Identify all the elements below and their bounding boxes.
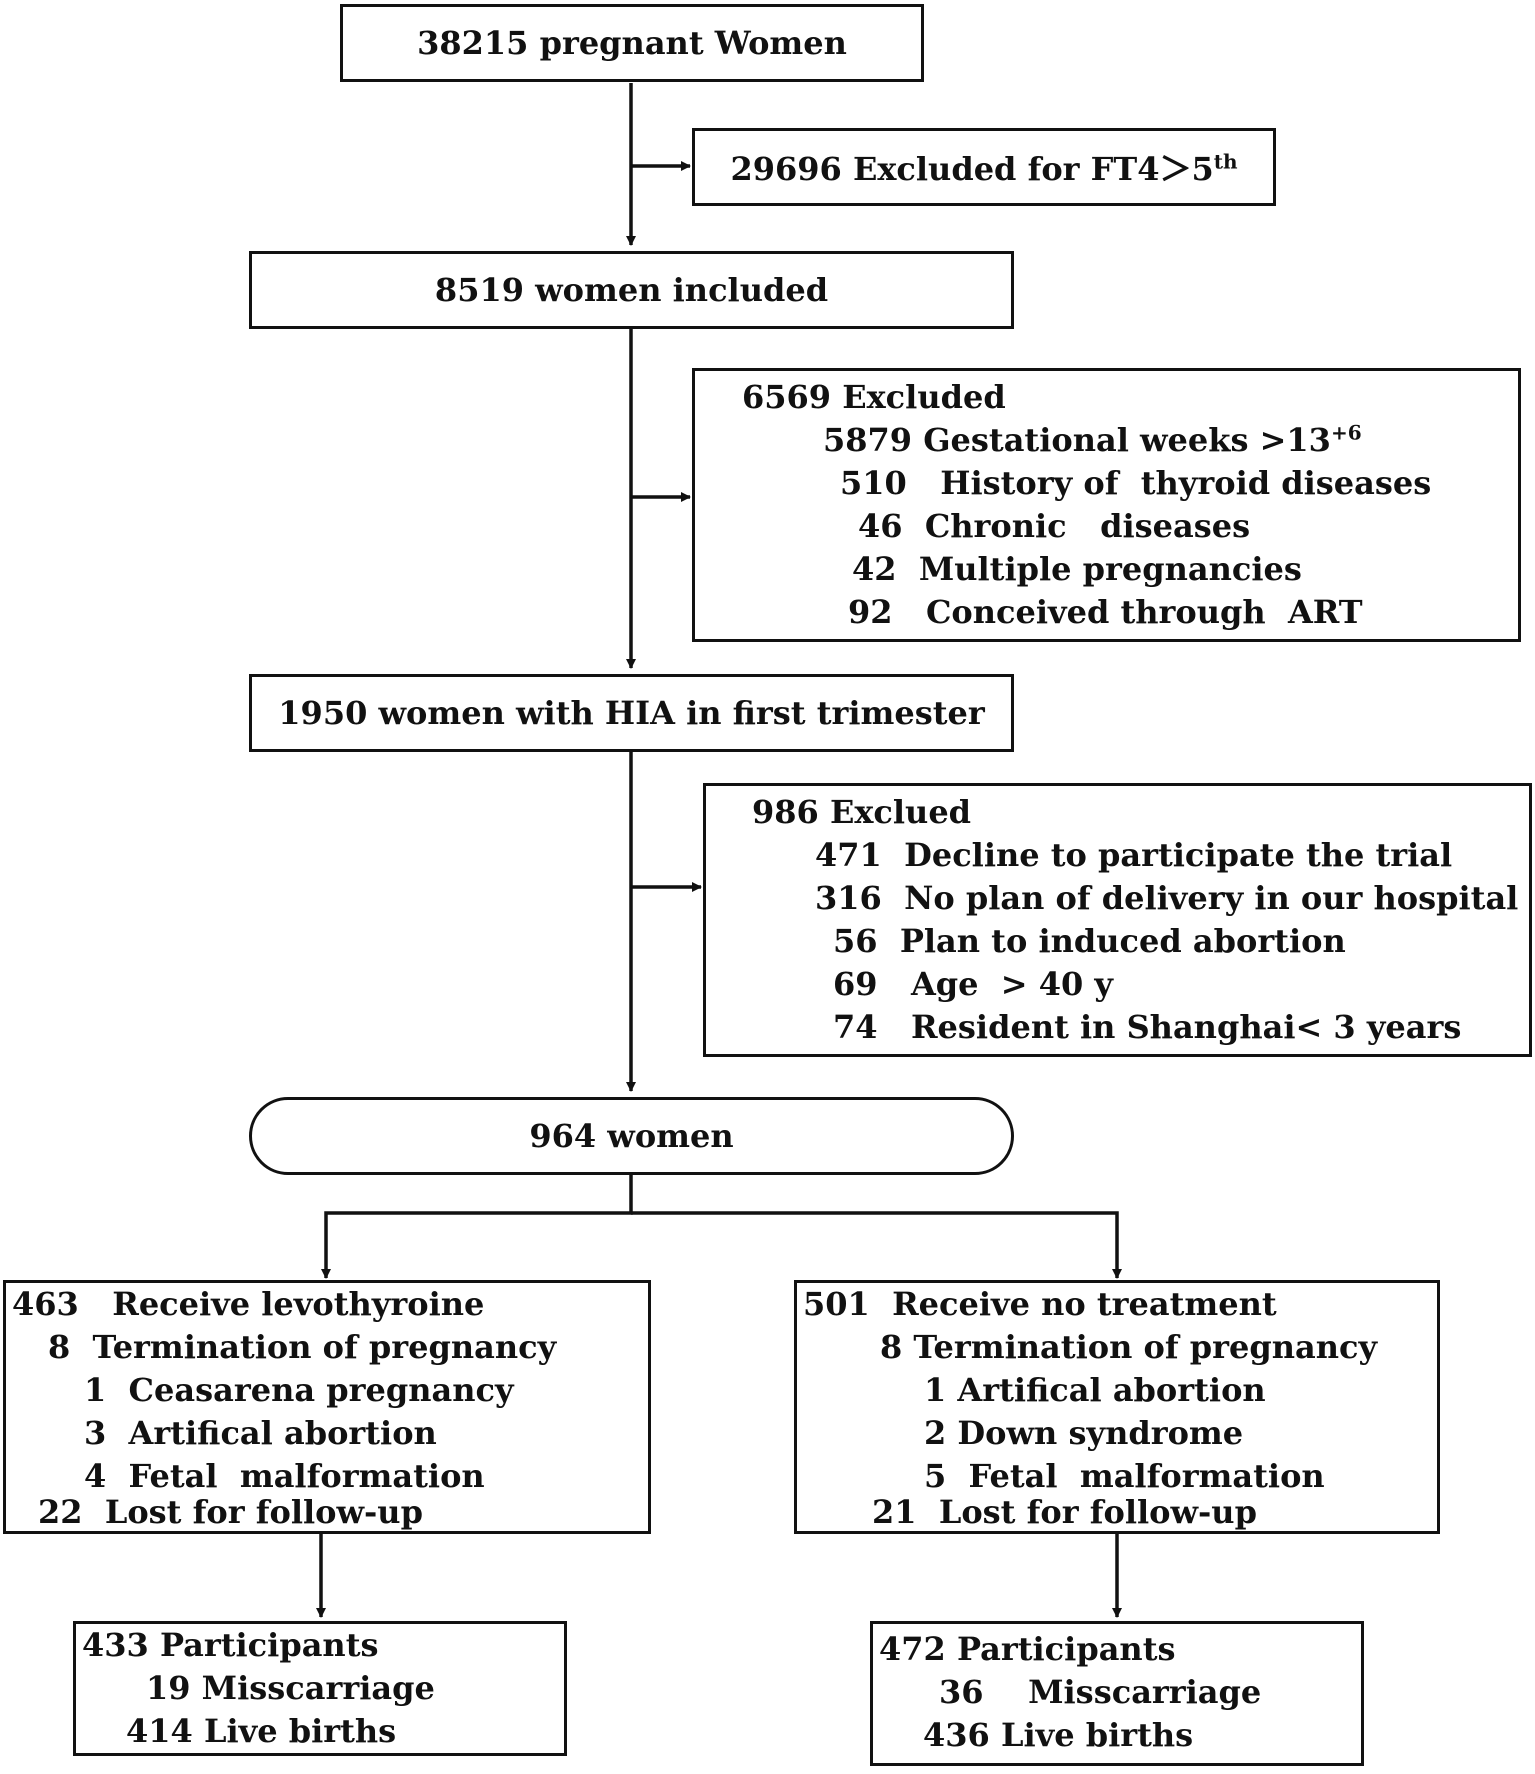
box-start-label: 38215 pregnant Women xyxy=(417,24,847,62)
notreat-line: 8 Termination of pregnancy xyxy=(880,1328,1378,1366)
box-excluded-ft4: 29696 Excluded for FT4＞5th xyxy=(692,128,1276,206)
excl-6569-item: 92 Conceived through ART xyxy=(848,593,1363,631)
notreat-line: 1 Artifical abortion xyxy=(924,1371,1266,1409)
box-included: 8519 women included xyxy=(249,251,1014,329)
levo-line: 3 Artifical abortion xyxy=(84,1414,437,1452)
excl-986-item: 471 Decline to participate the trial xyxy=(815,836,1453,874)
box-levothyroxine-participants: 433 Participants 19 Misscarriage 414 Liv… xyxy=(73,1621,567,1756)
box-hia: 1950 women with HIA in first trimester xyxy=(249,674,1014,752)
notreat-part-line: 472 Participants xyxy=(879,1630,1176,1668)
excl-6569-item: 510 History of thyroid diseases xyxy=(840,464,1432,502)
excl-986-title: 986 Exclued xyxy=(752,793,972,831)
excl-986-item: 74 Resident in Shanghai< 3 years xyxy=(833,1008,1462,1046)
excl-6569-title: 6569 Excluded xyxy=(742,378,1006,416)
levo-line: 463 Receive levothyroine xyxy=(12,1285,485,1323)
box-start: 38215 pregnant Women xyxy=(340,4,924,82)
levo-line: 8 Termination of pregnancy xyxy=(48,1328,557,1366)
excl-986-item: 316 No plan of delivery in our hospital xyxy=(815,879,1519,917)
excl-986-item: 56 Plan to induced abortion xyxy=(833,922,1346,960)
excl-6569-item: 42 Multiple pregnancies xyxy=(852,550,1302,588)
box-levothyroxine-arm: 463 Receive levothyroine 8 Termination o… xyxy=(3,1280,651,1534)
box-no-treatment-arm: 501 Receive no treatment 8 Termination o… xyxy=(794,1280,1440,1534)
levo-part-line: 414 Live births xyxy=(126,1712,397,1750)
box-included-label: 8519 women included xyxy=(434,271,829,309)
box-hia-label: 1950 women with HIA in first trimester xyxy=(278,694,985,732)
notreat-part-line: 436 Live births xyxy=(923,1716,1194,1754)
box-no-treatment-participants: 472 Participants 36 Misscarriage 436 Liv… xyxy=(870,1621,1364,1766)
split-connector xyxy=(321,1174,633,1279)
box-964-women-label: 964 women xyxy=(529,1117,734,1155)
notreat-line: 5 Fetal malformation xyxy=(924,1457,1325,1495)
levo-part-line: 433 Participants xyxy=(82,1626,379,1664)
levo-line: 22 Lost for follow-up xyxy=(38,1493,423,1531)
box-excluded-ft4-label: 29696 Excluded for FT4＞5th xyxy=(730,149,1238,188)
excl-986-item: 69 Age > 40 y xyxy=(833,965,1114,1003)
notreat-part-line: 36 Misscarriage xyxy=(939,1673,1262,1711)
levo-line: 1 Ceasarena pregnancy xyxy=(84,1371,514,1409)
levo-part-line: 19 Misscarriage xyxy=(146,1669,435,1707)
box-964-women: 964 women xyxy=(249,1097,1014,1175)
excl-6569-item: 5879 Gestational weeks >13+6 xyxy=(823,420,1362,459)
levo-line: 4 Fetal malformation xyxy=(84,1457,485,1495)
excl-6569-item: 46 Chronic diseases xyxy=(858,507,1251,545)
notreat-line: 21 Lost for follow-up xyxy=(872,1493,1257,1531)
notreat-line: 2 Down syndrome xyxy=(924,1414,1244,1452)
notreat-line: 501 Receive no treatment xyxy=(803,1285,1277,1323)
box-excluded-6569: 6569 Excluded 5879 Gestational weeks >13… xyxy=(692,368,1521,642)
ft4-superscript: th xyxy=(1213,149,1238,174)
split-connector-right xyxy=(631,1211,1122,1279)
box-excluded-986: 986 Exclued 471 Decline to participate t… xyxy=(703,783,1532,1057)
